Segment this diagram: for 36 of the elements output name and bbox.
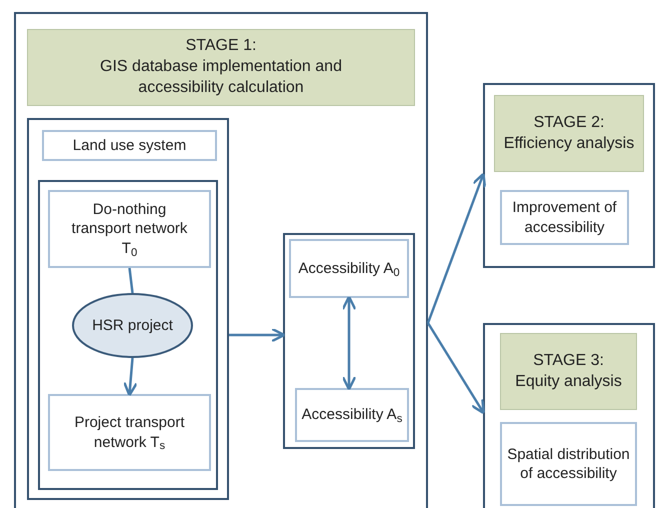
process-box [500,422,637,506]
node-text: Spatial distribution of accessibility [506,444,631,484]
process-box [500,190,629,245]
node-text: Project transport network T$_{s}$ [73,413,186,452]
project-ellipse [72,293,193,358]
process-box [289,239,409,298]
node-text: Accessibility A$_{0}$ [297,258,401,278]
node-text: STAGE 1: [184,36,258,56]
node-text: Do-nothing transport network T$_{0}$ [70,200,188,258]
node-text: Accessibility A$_{s}$ [300,405,404,425]
arrow [122,358,138,396]
node-text: Land use system [72,136,188,156]
stage-heading-box [500,333,637,410]
node-text: Equity analysis [514,372,623,392]
group-box [283,233,415,449]
arrow [426,322,485,414]
node-text: HSR project [91,316,174,336]
group-box [27,118,229,500]
node-text: GIS database implementation and accessibility calculation [99,57,343,98]
process-box [42,130,217,161]
node-text: Efficiency analysis [502,134,636,154]
node-text: STAGE 3: [532,350,605,371]
arrow [229,328,286,342]
process-box [48,190,211,268]
node-text: STAGE 2: [532,112,606,133]
arrow [426,172,486,324]
stage-heading-box [494,95,644,172]
stage-heading-box [27,29,415,106]
process-box [295,388,409,442]
stage-panel [483,323,655,508]
group-box [38,180,218,490]
process-box [48,394,211,471]
stage-panel [483,83,655,268]
node-text: Improvement of accessibility [511,198,618,237]
arrow [342,296,356,390]
stage-panel [14,12,428,508]
